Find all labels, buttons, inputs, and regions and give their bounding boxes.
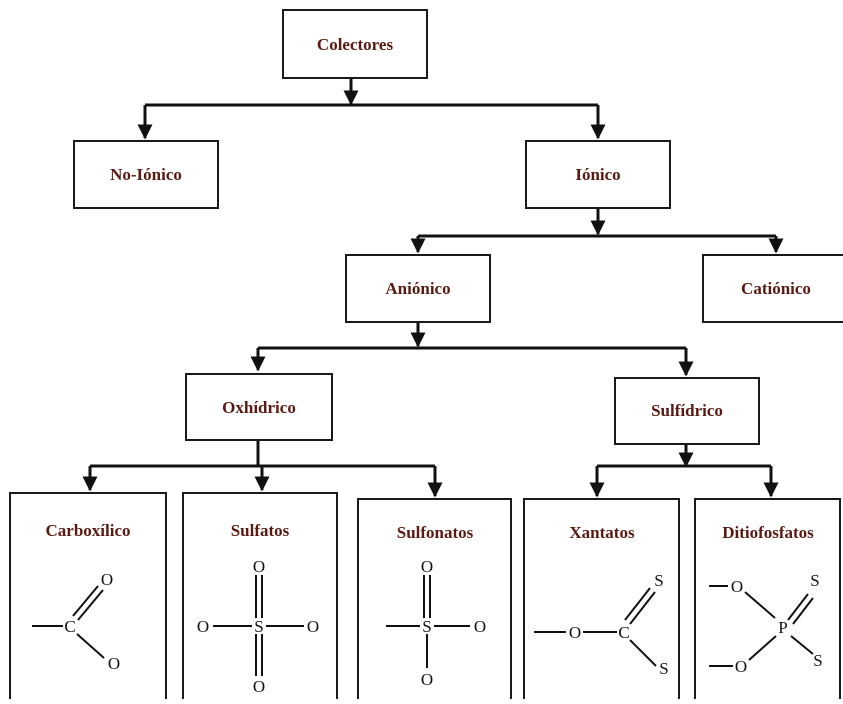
- bond-c-o-double-2: [72, 585, 99, 617]
- node-box: [345, 254, 491, 323]
- node-ditiofosfatos: Ditiofosfatos O O P S S: [694, 498, 841, 704]
- bond-c-s-single: [629, 639, 657, 667]
- node-label-sulfatos: Sulfatos: [231, 521, 290, 540]
- dithiophosphate-structure: O O P S S: [709, 571, 823, 676]
- node-label-colectores: Colectores: [317, 35, 394, 54]
- node-box: [702, 254, 843, 323]
- atom-c: C: [64, 617, 75, 636]
- bond-p-s-single: [790, 635, 814, 655]
- node-box: [694, 498, 841, 704]
- node-label-anionico: Aniónico: [385, 279, 450, 298]
- node-label-sulfidrico: Sulfídrico: [651, 401, 723, 420]
- atom-c: C: [618, 623, 629, 642]
- node-anionico: Aniónico: [345, 254, 491, 323]
- sulfonate-structure: O S O O: [386, 557, 486, 689]
- node-box: [523, 498, 680, 704]
- node-label-xantatos: Xantatos: [569, 523, 635, 542]
- node-label-no-ionico: No-Iónico: [110, 165, 182, 184]
- bond-c-s-double-1: [629, 591, 656, 625]
- atom-s: S: [422, 617, 431, 636]
- atom-o-top: O: [253, 557, 265, 576]
- node-ionico: Iónico: [525, 140, 671, 209]
- node-label-ionico: Iónico: [575, 165, 620, 184]
- atom-o-right: O: [474, 617, 486, 636]
- bond-c-s-double-2: [624, 587, 651, 621]
- node-oxhidrico: Oxhídrico: [185, 373, 333, 441]
- atom-o-bottom: O: [253, 677, 265, 696]
- bond-o-p-top: [744, 591, 776, 619]
- bond-o-p-bottom: [748, 635, 777, 661]
- node-sulfidrico: Sulfídrico: [614, 377, 760, 445]
- node-sulfonatos: Sulfonatos O S O O: [357, 498, 512, 704]
- node-box: [282, 9, 428, 79]
- atom-s-bottom: S: [813, 651, 822, 670]
- atom-o-top: O: [101, 570, 113, 589]
- node-box: [185, 373, 333, 441]
- atom-s-top: S: [810, 571, 819, 590]
- atom-o: O: [569, 623, 581, 642]
- node-box: [182, 492, 338, 704]
- node-label-carboxilico: Carboxílico: [46, 521, 131, 540]
- node-xantatos: Xantatos O C S S: [523, 498, 680, 704]
- atom-o-left: O: [197, 617, 209, 636]
- atom-o-bottom: O: [421, 670, 433, 689]
- atom-o-top: O: [421, 557, 433, 576]
- bond-c-o-double-1: [77, 589, 104, 621]
- connectors: [82, 78, 784, 498]
- node-box: [614, 377, 760, 445]
- atom-o-bottom: O: [735, 657, 747, 676]
- node-box: [73, 140, 219, 209]
- node-carboxilico: Carboxílico C O O: [9, 492, 167, 704]
- atom-o-bottom: O: [108, 654, 120, 673]
- node-label-cationico: Catiónico: [741, 279, 811, 298]
- atom-o-right: O: [307, 617, 319, 636]
- atom-s: S: [254, 617, 263, 636]
- bond-p-s-double-2: [792, 597, 814, 625]
- node-label-sulfonatos: Sulfonatos: [397, 523, 474, 542]
- node-sulfatos: Sulfatos O O S O O: [182, 492, 338, 704]
- node-box: [525, 140, 671, 209]
- sulfate-structure: O O S O O: [197, 557, 319, 696]
- xanthate-structure: O C S S: [534, 571, 669, 678]
- node-no-ionico: No-Iónico: [73, 140, 219, 209]
- node-label-oxhidrico: Oxhídrico: [222, 398, 296, 417]
- atom-p: P: [778, 618, 787, 637]
- atom-s-top: S: [654, 571, 663, 590]
- node-box: [357, 498, 512, 704]
- node-cationico: Catiónico: [702, 254, 843, 323]
- node-colectores: Colectores: [282, 9, 428, 79]
- bond-p-s-double-1: [787, 593, 809, 621]
- atom-o-top: O: [731, 577, 743, 596]
- atom-s-bottom: S: [659, 659, 668, 678]
- carboxyl-structure: C O O: [32, 570, 120, 673]
- node-label-ditiofosfatos: Ditiofosfatos: [722, 523, 814, 542]
- bond-c-o-single: [76, 633, 105, 659]
